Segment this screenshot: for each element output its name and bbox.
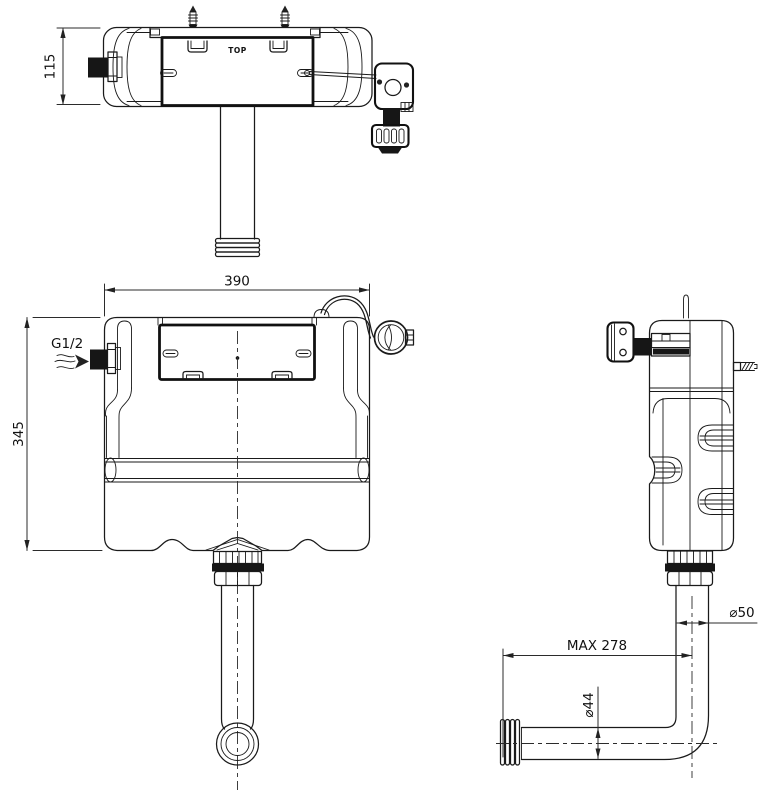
dim-390-label: 390 [224,274,250,290]
tank-body-front-view [103,316,371,552]
inlet-fitting-top-view [88,51,123,83]
flush-button-front [373,320,415,355]
dimension-115: 115 [43,27,101,105]
dim-115-label: 115 [43,54,59,80]
flush-pipe-top-view [214,106,261,258]
inlet-g12: G1/2 [51,336,121,375]
outlet-fitting-front [212,550,264,587]
dimension-345: 345 [11,317,103,551]
tank-body-side-view [648,294,735,552]
top-panel-label: TOP [228,46,247,55]
dim-max278-label: MAX 278 [567,638,627,654]
flush-bend-front [215,584,260,766]
inlet-stud-side [732,361,758,372]
flush-button-cable [313,295,375,339]
dimension-d44: ⌀44 [581,686,601,759]
anchor-bolt-left [188,5,198,28]
actuator-assembly-top-view [304,62,415,154]
dimension-d50: ⌀50 [676,605,758,626]
dimension-max278: MAX 278 [502,638,693,758]
tank-body-top-view [102,26,373,108]
cable-loop [683,294,689,319]
dim-d50-label: ⌀50 [729,605,754,621]
side-view: ⌀50 MAX 278 ⌀44 [496,294,758,778]
dim-d44-label: ⌀44 [581,692,597,717]
access-panel-front-view [158,323,316,381]
dim-345-label: 345 [11,421,27,447]
dimension-390: 390 [104,274,370,317]
water-flow-arrow-icon [54,354,89,370]
flush-button-side [606,321,691,363]
inlet-thread-label: G1/2 [51,336,83,352]
top-view: 115 [43,5,415,258]
access-panel-top-view: TOP [160,36,315,107]
anchor-bolt-right [280,5,290,28]
outlet-fitting-side [665,550,715,587]
front-view: 390 345 [11,274,415,790]
flush-bend-side [496,584,718,778]
